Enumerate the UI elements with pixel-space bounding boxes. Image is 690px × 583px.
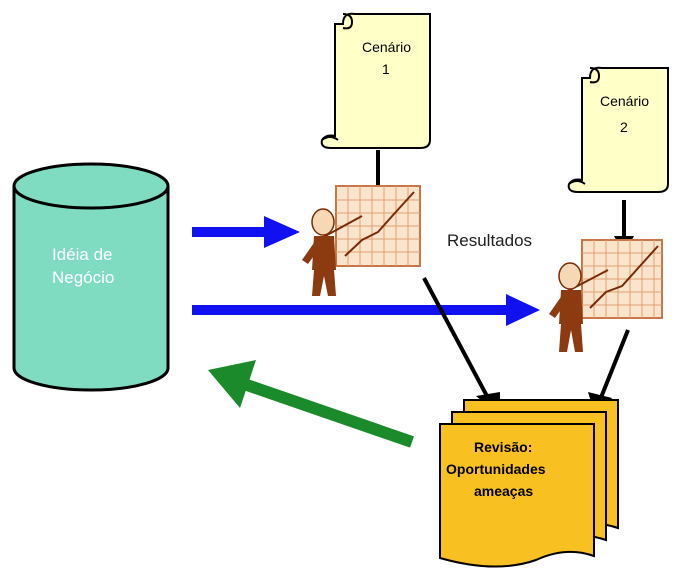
review-document-stack: Revisão: Oportunidades ameaças xyxy=(439,399,619,568)
database-label-line2: Negócio xyxy=(52,268,114,287)
scenario-2-scroll: Cenário 2 xyxy=(567,66,669,193)
analyst-1-chart-figure xyxy=(302,185,421,296)
review-label-line1: Revisão: xyxy=(474,439,532,455)
review-label-line2: Oportunidades xyxy=(446,461,546,477)
business-idea-database: Idéia de Negócio xyxy=(12,162,170,392)
scenario-1-scroll: Cenário 1 xyxy=(320,12,431,149)
analyst-2-chart-figure xyxy=(549,239,663,352)
green-feedback-arrow xyxy=(208,360,414,448)
scenario-2-label-line2: 2 xyxy=(620,119,628,135)
blue-arrow-to-scenario-2 xyxy=(192,294,540,326)
scenario-1-label-line1: Cenário xyxy=(362,39,411,55)
database-label-line1: Idéia de xyxy=(52,245,113,264)
scenario-1-label-line2: 1 xyxy=(382,61,390,77)
blue-arrow-to-scenario-1 xyxy=(192,216,300,248)
review-label-line3: ameaças xyxy=(474,483,533,499)
scenario-2-label-line1: Cenário xyxy=(600,93,649,109)
results-label: Resultados xyxy=(447,231,532,250)
black-arrow-results-1-to-review xyxy=(422,277,500,416)
